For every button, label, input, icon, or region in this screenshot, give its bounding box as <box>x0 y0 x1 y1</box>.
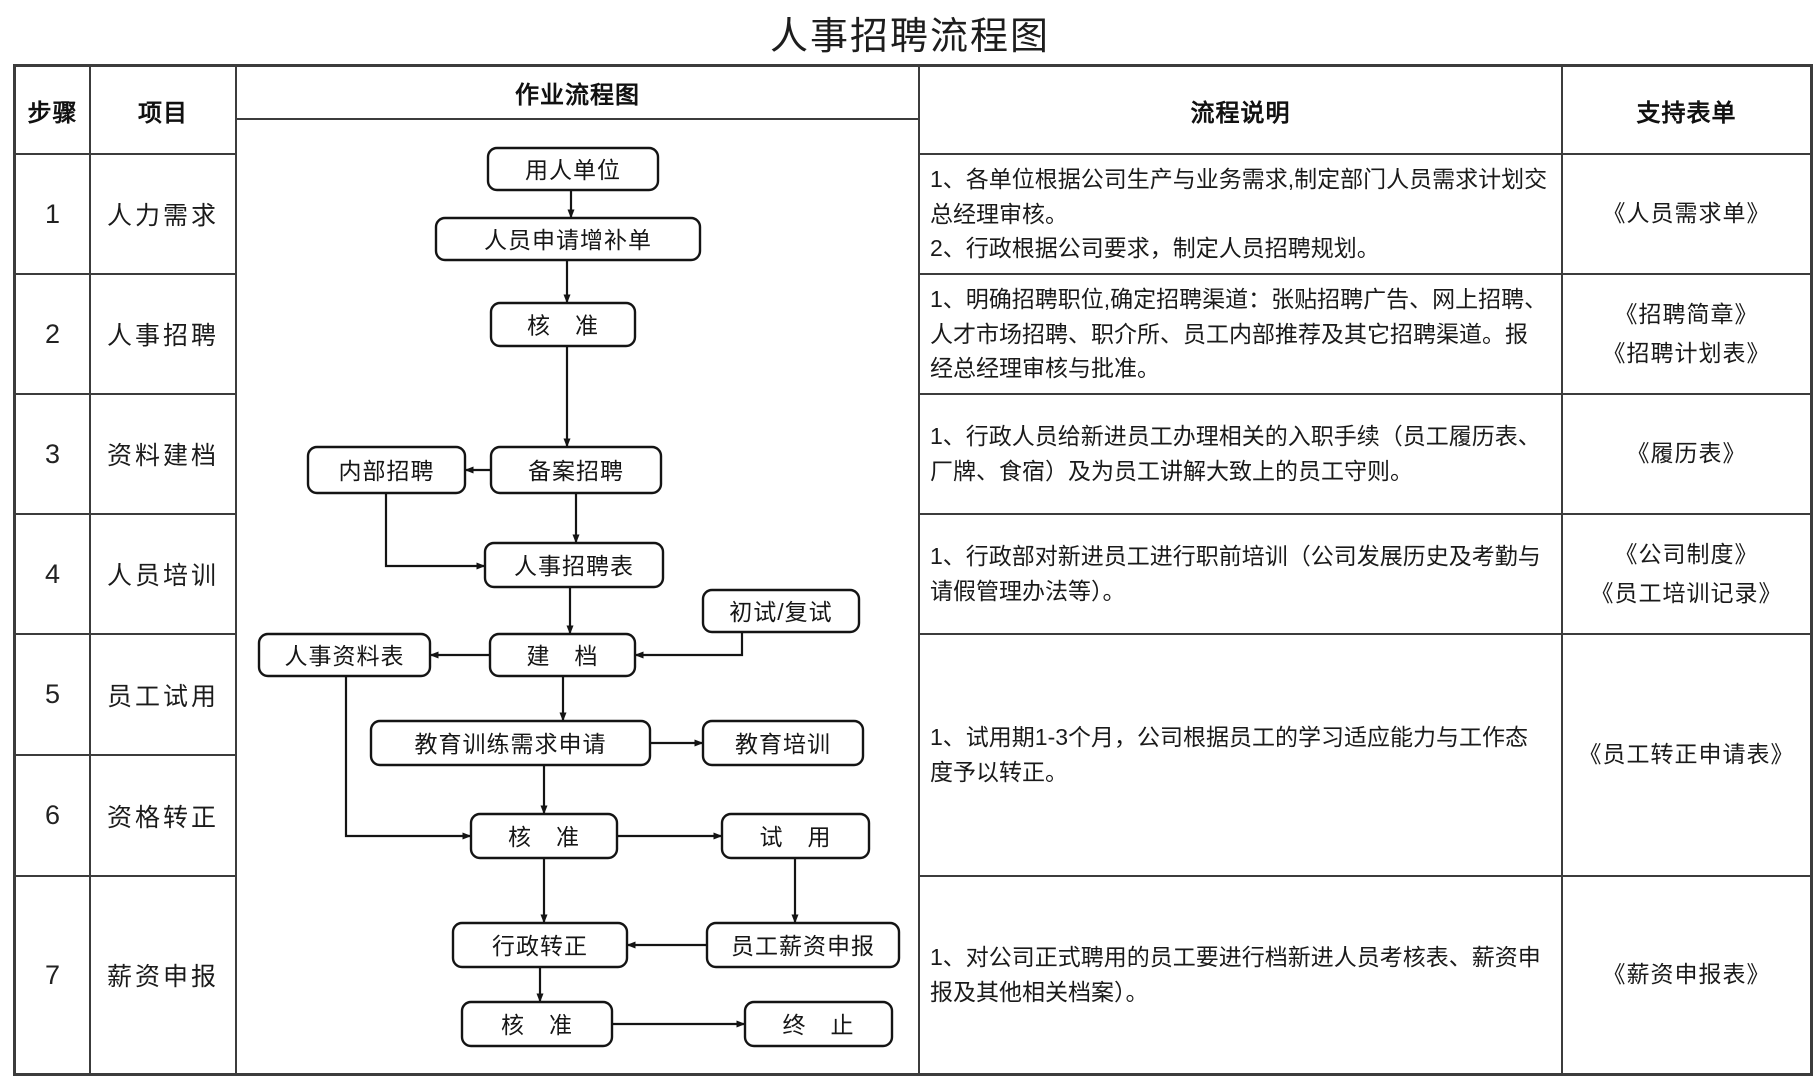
item-label: 资格转正 <box>91 756 237 877</box>
step-number: 5 <box>16 635 91 756</box>
svg-text:建 档: 建 档 <box>527 643 599 669</box>
flow-edge-retest-to-filing <box>634 632 744 659</box>
flow-node-first-retest: 初试/复试 <box>701 588 861 634</box>
header-form: 支持表单 <box>1563 67 1810 155</box>
item-label: 资料建档 <box>91 395 237 515</box>
step-number: 3 <box>16 395 91 515</box>
svg-text:核 准: 核 准 <box>508 824 580 850</box>
header-flowchart: 作业流程图 <box>237 67 918 120</box>
flowchart-svg: 用人单位人员申请增补单核 准内部招聘备案招聘人事招聘表初试/复试人事资料表建 档… <box>257 146 901 1048</box>
desc-text: 1、各单位根据公司生产与业务需求,制定部门人员需求计划交总经理审核。 2、行政根… <box>920 155 1563 275</box>
svg-text:人事资料表: 人事资料表 <box>285 643 405 669</box>
flow-edge-data-form-to-approve2 <box>344 676 472 840</box>
desc-text: 1、明确招聘职位,确定招聘渠道：张贴招聘广告、网上招聘、人才市场招聘、职介所、员… <box>920 275 1563 395</box>
item-label: 人员培训 <box>91 515 237 635</box>
step-number: 6 <box>16 756 91 877</box>
form-name: 《薪资申报表》 <box>1563 877 1810 1073</box>
svg-text:核 准: 核 准 <box>501 1012 573 1038</box>
svg-text:备案招聘: 备案招聘 <box>528 458 624 484</box>
flow-node-terminate: 终 止 <box>743 1000 894 1048</box>
form-name: 《公司制度》 《员工培训记录》 <box>1563 515 1810 635</box>
svg-text:用人单位: 用人单位 <box>525 157 621 183</box>
desc-text: 1、行政人员给新进员工办理相关的入职手续（员工履历表、厂牌、食宿）及为员工讲解大… <box>920 395 1563 515</box>
desc-text: 1、对公司正式聘用的员工要进行档新进人员考核表、薪资申报及其他相关档案）。 <box>920 877 1563 1073</box>
flow-node-employing-unit: 用人单位 <box>486 146 660 192</box>
item-label: 薪资申报 <box>91 877 237 1073</box>
svg-text:人事招聘表: 人事招聘表 <box>514 553 634 579</box>
svg-text:教育训练需求申请: 教育训练需求申请 <box>415 731 607 757</box>
step-number: 1 <box>16 155 91 275</box>
svg-text:人员申请增补单: 人员申请增补单 <box>484 227 652 253</box>
flow-node-training-need-apply: 教育训练需求申请 <box>369 719 652 767</box>
svg-text:终 止: 终 止 <box>783 1012 855 1038</box>
svg-text:内部招聘: 内部招聘 <box>339 458 435 484</box>
flow-node-approve-1: 核 准 <box>489 301 637 348</box>
svg-text:员工薪资申报: 员工薪资申报 <box>731 933 875 959</box>
step-number: 2 <box>16 275 91 395</box>
svg-text:教育培训: 教育培训 <box>735 731 831 757</box>
item-label: 员工试用 <box>91 635 237 756</box>
page-title: 人事招聘流程图 <box>769 16 1050 58</box>
flow-node-admin-regularize: 行政转正 <box>451 921 629 969</box>
flow-node-training: 教育培训 <box>701 719 865 767</box>
form-name-merged: 《员工转正申请表》 <box>1563 635 1810 877</box>
svg-text:试 用: 试 用 <box>760 824 832 850</box>
svg-text:初试/复试: 初试/复试 <box>729 599 832 625</box>
item-label: 人力需求 <box>91 155 237 275</box>
flow-node-approve-3: 核 准 <box>460 1000 614 1048</box>
svg-text:核 准: 核 准 <box>527 313 599 339</box>
svg-text:行政转正: 行政转正 <box>492 933 588 959</box>
flow-node-hr-recruit-form: 人事招聘表 <box>483 541 665 589</box>
header-item: 项目 <box>91 67 237 155</box>
flow-node-salary-declare: 员工薪资申报 <box>705 921 901 969</box>
step-number: 7 <box>16 877 91 1073</box>
form-name: 《人员需求单》 <box>1563 155 1810 275</box>
flowchart-cell: 作业流程图 用人单位人员申请增补单核 准内部招聘备案招聘人事招聘表初试/复试人事… <box>237 67 920 1073</box>
flow-edge-internal-to-recruit-form <box>384 493 486 570</box>
desc-text-merged: 1、试用期1-3个月，公司根据员工的学习适应能力与工作态度予以转正。 <box>920 635 1563 877</box>
flow-node-staff-request-form: 人员申请增补单 <box>434 216 702 262</box>
flow-node-hr-data-form: 人事资料表 <box>257 632 432 678</box>
flow-node-internal-recruit: 内部招聘 <box>306 445 467 495</box>
process-table: 步骤 项目 作业流程图 用人单位人员申请增补单核 准内部招聘备案招聘人事招聘表初… <box>13 64 1813 1076</box>
header-desc: 流程说明 <box>920 67 1563 155</box>
form-name: 《招聘简章》 《招聘计划表》 <box>1563 275 1810 395</box>
flow-node-filed-recruit: 备案招聘 <box>489 445 663 495</box>
step-number: 4 <box>16 515 91 635</box>
flow-node-approve-2: 核 准 <box>469 812 619 860</box>
flow-node-filing: 建 档 <box>488 632 637 678</box>
item-label: 人事招聘 <box>91 275 237 395</box>
form-name: 《履历表》 <box>1563 395 1810 515</box>
flow-node-probation: 试 用 <box>720 812 871 860</box>
header-step: 步骤 <box>16 67 91 155</box>
desc-text: 1、行政部对新进员工进行职前培训（公司发展历史及考勤与请假管理办法等）。 <box>920 515 1563 635</box>
